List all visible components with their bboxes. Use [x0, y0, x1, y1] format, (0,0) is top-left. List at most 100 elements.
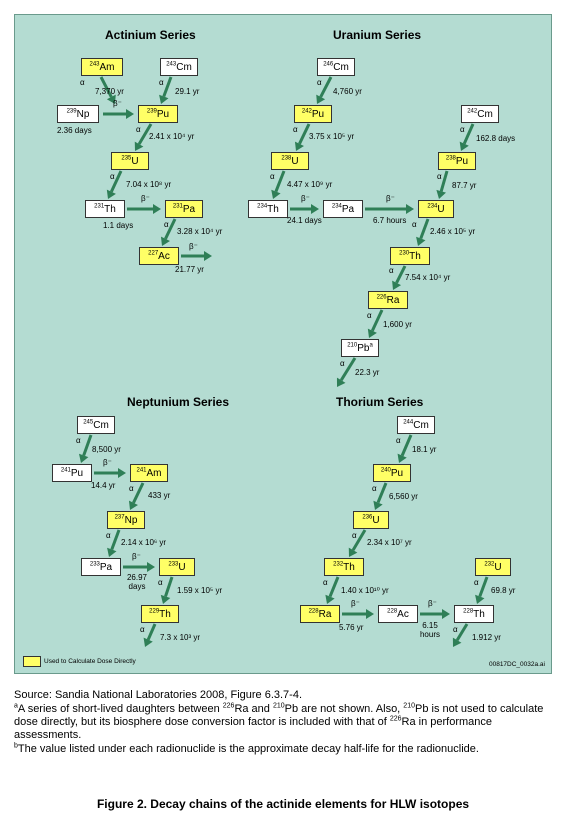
decay-arrow [325, 576, 340, 604]
uranium-series-title: Uranium Series [333, 28, 422, 42]
nuclide-pu-240: 240Pu [373, 464, 411, 482]
footnote-a-text: in performance assessments. [14, 716, 493, 741]
nuclide-u-236: 236U [353, 511, 389, 529]
mass-number: 228 [308, 608, 319, 615]
decay-arrow [316, 76, 333, 104]
footnotes: Source: Sandia National Laboratories 200… [14, 689, 544, 757]
element-symbol: Np [124, 515, 138, 526]
element-symbol: Pb [357, 343, 370, 354]
nuclide-ac-228: 228Ac [378, 605, 418, 623]
uranium-alpha-label: α [412, 220, 417, 229]
nuclide-cm-244: 244Cm [397, 416, 435, 434]
actinium-alpha-label: α [159, 78, 164, 87]
mass-number: 235 [121, 155, 132, 162]
thorium-alpha-label: α [453, 625, 458, 634]
uranium-half-life-label: 4,760 yr [333, 87, 362, 96]
thorium-half-life-label: 5.76 yr [339, 623, 364, 632]
element-symbol: U [178, 562, 186, 573]
actinium-half-life-label: 2.41 x 10⁴ yr [149, 132, 195, 141]
footnote-a-text: A series of short-lived daughters betwee… [17, 703, 223, 715]
nuclide-cm-242: 242Cm [461, 105, 499, 123]
element-symbol: Th [409, 251, 421, 262]
decay-arrow [348, 529, 367, 557]
decay-arrow [416, 218, 430, 246]
element-symbol: Cm [176, 62, 192, 73]
neptunium-half-life-label: 14.4 yr [91, 481, 116, 490]
thorium-half-life-label: 18.1 yr [412, 445, 437, 454]
nuclide-th-230: 230Th [390, 247, 430, 265]
nuclide-ra-226: 226Ra [368, 291, 408, 309]
mass-number: 233 [89, 561, 100, 568]
element-symbol: Pa [99, 562, 113, 573]
uranium-alpha-label: α [340, 359, 345, 368]
neptunium-beta-label: β⁻ [103, 458, 112, 467]
element-symbol: Am [99, 62, 115, 73]
neptunium-half-life-label: 7.3 x 10³ yr [160, 633, 201, 642]
neptunium-beta-label: β⁻ [132, 552, 141, 561]
element-symbol: Cm [333, 62, 349, 73]
element-symbol: Cm [413, 420, 429, 431]
uranium-alpha-label: α [437, 172, 442, 181]
neptunium-half-life-label: 433 yr [148, 491, 171, 500]
neptunium-alpha-label: α [76, 436, 81, 445]
decay-arrow [123, 562, 155, 572]
uranium-beta-label: β⁻ [301, 194, 310, 203]
decay-arrow [106, 170, 123, 199]
decay-arrow [99, 76, 116, 104]
mass-number: 228 [463, 608, 474, 615]
decay-arrow [78, 434, 93, 463]
nuclide-pa-233: 233Pa [81, 558, 121, 576]
actinium-alpha-label: α [164, 220, 169, 229]
nuclide-pu-238: 238Pu [438, 152, 476, 170]
element-symbol: U [372, 515, 380, 526]
actinium-alpha-label: α [80, 78, 85, 87]
nuclide-cm-243: 243Cm [160, 58, 198, 76]
decay-arrow [107, 529, 121, 557]
thorium-half-life-label: 6.15 hours [419, 621, 440, 639]
thorium-alpha-label: α [352, 531, 357, 540]
nuclide-u-233: 233U [159, 558, 195, 576]
element-symbol: Pu [70, 468, 84, 479]
element-symbol: Th [343, 562, 355, 573]
mass-number: 228 [387, 608, 398, 615]
nuclide-u-238: 238U [271, 152, 309, 170]
decay-arrow [294, 123, 311, 151]
decay-arrow [373, 482, 388, 510]
footnote-a-text: is not used to calculate dose directly, … [14, 703, 544, 728]
uranium-half-life-label: 162.8 days [476, 134, 516, 143]
decay-arrow [397, 434, 413, 463]
footnote-a-ra: Ra [401, 716, 416, 728]
mass-number: 246 [323, 61, 334, 68]
element-symbol: Am [146, 468, 162, 479]
footnote-a-ra: Ra [234, 703, 249, 715]
element-symbol: Cm [477, 109, 493, 120]
nuclide-u-234: 234U [418, 200, 454, 218]
mass-number: 231 [94, 203, 105, 210]
footnote-a-pb-mass: 210 [403, 702, 415, 710]
neptunium-half-life-label: 2.14 x 10⁶ yr [121, 538, 167, 547]
mass-number: 210 [347, 342, 358, 349]
element-symbol: Ra [318, 609, 332, 620]
element-symbol: Pa [341, 204, 355, 215]
mass-number: 233 [168, 561, 179, 568]
mass-number: 238 [445, 155, 456, 162]
actinium-alpha-label: α [110, 172, 115, 181]
uranium-alpha-label: α [317, 78, 322, 87]
mass-number: 234 [427, 203, 438, 210]
uranium-half-life-label: 1,600 yr [383, 320, 412, 329]
mass-number: 234 [331, 203, 342, 210]
mass-number: 243 [89, 61, 100, 68]
decay-arrow [181, 251, 212, 261]
nuclide-th-231: 231Th [85, 200, 125, 218]
nuclide-am-241: 241Am [130, 464, 168, 482]
element-symbol: U [494, 562, 502, 573]
nuclide-pu-241: 241Pu [52, 464, 92, 482]
element-symbol: Pu [311, 109, 325, 120]
legend-label: Used to Calculate Dose Directly [44, 657, 136, 665]
nuclide-u-235: 235U [111, 152, 149, 170]
element-symbol: Th [159, 609, 171, 620]
mass-number: 241 [60, 467, 71, 474]
neptunium-alpha-label: α [106, 531, 111, 540]
footnote-a-pb: Pb [414, 703, 429, 715]
mass-number: 230 [399, 250, 410, 257]
